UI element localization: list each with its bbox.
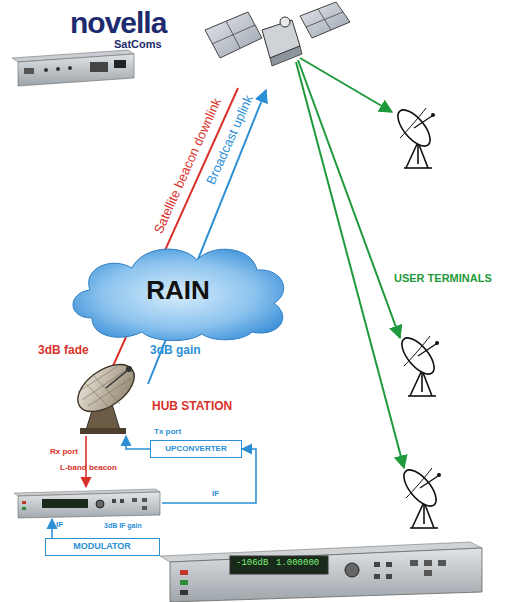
- controller-rack-unit: [160, 542, 482, 602]
- logo-subtext: SatComs: [114, 38, 162, 50]
- display-reading: 1.000000: [276, 559, 319, 569]
- rack-unit-shape: [12, 487, 162, 519]
- group-label: USER TERMINALS: [394, 272, 492, 284]
- hub-station-dish: HUB STATIONTx portRx port: [62, 360, 148, 436]
- user-terminal-dish: [398, 465, 442, 528]
- gain-label: 3dB gain: [150, 344, 201, 357]
- node-text: RAIN: [146, 276, 210, 305]
- downlink-arrow: [296, 62, 404, 468]
- node-text: Rx port: [50, 448, 78, 457]
- downlink-arrow: [298, 60, 400, 338]
- hub-dish-shape: [62, 360, 148, 436]
- node-text: HUB STATION: [152, 400, 232, 413]
- signal-connector: [126, 436, 150, 449]
- connector-label: IF: [212, 490, 219, 499]
- node-text: UPCONVERTER: [165, 445, 226, 454]
- controller-unit: 3dB IF gain: [12, 487, 162, 519]
- rain-cloud: RAIN: [62, 238, 294, 342]
- node-text: MODULATOR: [73, 542, 131, 552]
- rack-unit: [12, 50, 134, 86]
- user-terminal-dish: [392, 105, 436, 168]
- user-terminal-dish: [396, 333, 440, 396]
- fade-label: 3dB fade: [38, 344, 89, 357]
- upconverter-box: UPCONVERTER: [150, 440, 242, 458]
- signal-connector: [51, 519, 53, 538]
- beacon-downlink-line: [104, 88, 238, 386]
- satellite: [205, 2, 350, 66]
- node-text: 3dB IF gain: [104, 522, 142, 530]
- display-reading: -106dB: [236, 559, 268, 569]
- logo-text: novella: [70, 6, 166, 39]
- connector-label: L-band beacon: [60, 464, 117, 473]
- node-text: Tx port: [154, 428, 181, 437]
- connector-label: IF: [56, 521, 63, 530]
- signal-connector: [162, 449, 256, 503]
- signal-connector: [85, 436, 87, 487]
- modulator-box: MODULATOR: [45, 538, 160, 556]
